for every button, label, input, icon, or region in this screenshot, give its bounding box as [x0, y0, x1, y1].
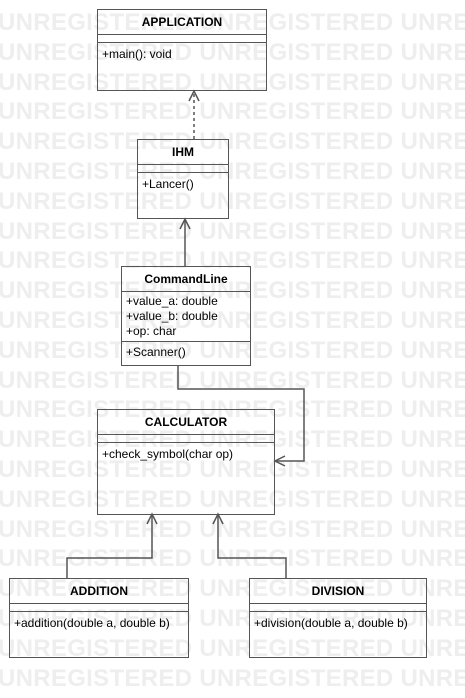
class-attributes: [138, 165, 228, 173]
class-addition[interactable]: ADDITION +addition(double a, double b): [9, 578, 189, 658]
class-commandline[interactable]: CommandLine +value_a: double +value_b: d…: [121, 266, 251, 366]
edge-division-calculator: [212, 512, 287, 578]
class-application[interactable]: APPLICATION +main(): void: [97, 9, 267, 91]
attribute: +op: char: [126, 324, 177, 338]
class-methods: +check_symbol(char op): [98, 443, 274, 465]
class-name: APPLICATION: [98, 10, 266, 35]
class-methods: +Scanner(): [122, 342, 250, 363]
method: +Lancer(): [142, 177, 194, 191]
class-name: ADDITION: [10, 579, 188, 604]
class-name: IHM: [138, 140, 228, 165]
method: +Scanner(): [126, 345, 186, 359]
class-methods: +division(double a, double b): [250, 612, 426, 634]
class-methods: +Lancer(): [138, 173, 228, 195]
method: +main(): void: [102, 47, 172, 61]
class-methods: +addition(double a, double b): [10, 612, 188, 634]
edge-addition-calculator: [66, 512, 158, 578]
class-attributes: +value_a: double +value_b: double +op: c…: [122, 292, 250, 342]
method: +addition(double a, double b): [14, 616, 170, 630]
class-attributes: [98, 435, 274, 443]
class-calculator[interactable]: CALCULATOR +check_symbol(char op): [97, 409, 275, 515]
class-name: CALCULATOR: [98, 410, 274, 435]
method: +check_symbol(char op): [102, 447, 234, 461]
class-ihm[interactable]: IHM +Lancer(): [137, 139, 229, 219]
class-attributes: [10, 604, 188, 612]
class-methods: +main(): void: [98, 43, 266, 65]
class-name: DIVISION: [250, 579, 426, 604]
class-name: CommandLine: [122, 267, 250, 292]
attribute: +value_b: double: [126, 309, 218, 323]
class-attributes: [250, 604, 426, 612]
attribute: +value_a: double: [126, 294, 218, 308]
edge-commandline-calculator: [177, 366, 305, 467]
edge-ihm-application: [188, 89, 200, 139]
class-attributes: [98, 35, 266, 43]
edge-commandline-ihm: [179, 217, 191, 266]
class-division[interactable]: DIVISION +division(double a, double b): [249, 578, 427, 658]
method: +division(double a, double b): [254, 616, 408, 630]
